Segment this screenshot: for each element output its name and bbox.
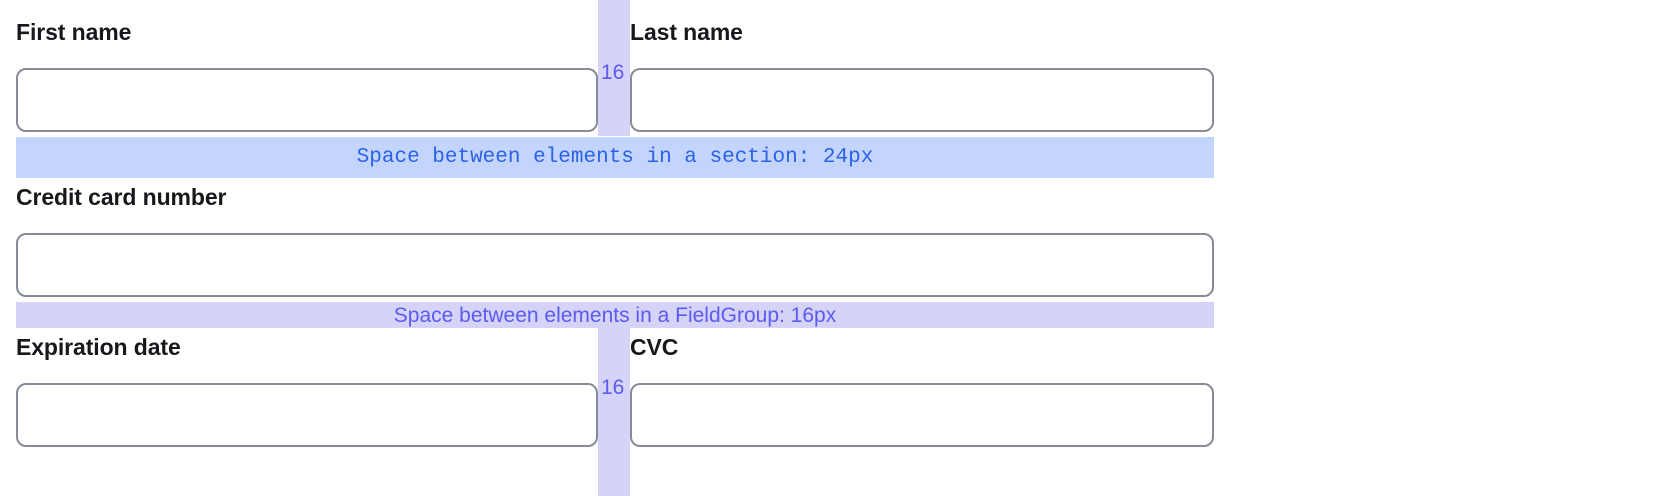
fieldgroup-spacing-annotation-bar: Space between elements in a FieldGroup: …: [16, 302, 1214, 328]
column-gap-marker-name-row: 16: [598, 0, 630, 136]
section-spacing-annotation-bar: Space between elements in a section: 24p…: [16, 137, 1214, 178]
column-gap-marker-expiry-row: 16: [598, 328, 630, 496]
field-label-first-name: First name: [16, 19, 132, 45]
column-gap-label: 16: [601, 61, 625, 84]
field-label-last-name: Last name: [630, 19, 743, 45]
input-last-name[interactable]: [630, 68, 1214, 132]
input-cvc[interactable]: [630, 383, 1214, 447]
field-first-name: First name: [16, 18, 598, 46]
field-credit-card-number: Credit card number: [16, 183, 1214, 211]
column-gap-label-expiry: 16: [601, 376, 625, 399]
input-expiration-date[interactable]: [16, 383, 598, 447]
field-label-credit-card-number: Credit card number: [16, 184, 227, 210]
input-first-name[interactable]: [16, 68, 598, 132]
field-label-cvc: CVC: [630, 334, 679, 360]
field-expiration-date: Expiration date: [16, 333, 598, 361]
section-spacing-annotation-text: Space between elements in a section: 24p…: [356, 146, 874, 169]
field-last-name: Last name: [630, 18, 1214, 46]
field-cvc: CVC: [630, 333, 1214, 361]
fieldgroup-spacing-annotation-text: Space between elements in a FieldGroup: …: [393, 303, 837, 327]
input-credit-card-number[interactable]: [16, 233, 1214, 297]
field-label-expiration-date: Expiration date: [16, 334, 181, 360]
